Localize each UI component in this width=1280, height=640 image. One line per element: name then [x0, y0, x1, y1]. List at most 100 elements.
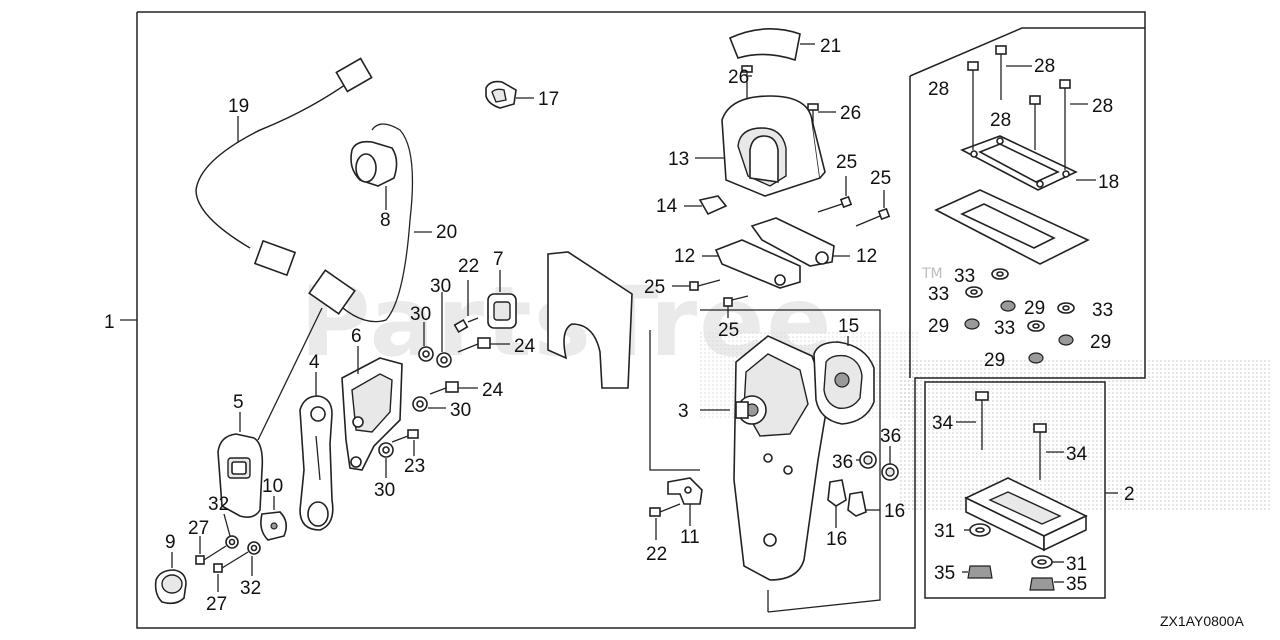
callout-36b: 36: [832, 452, 853, 473]
watermark-trademark: TM: [921, 266, 943, 282]
part-30-washer-a: [418, 346, 434, 362]
part-34-bolt-b: [1033, 423, 1047, 480]
callout-36a: 36: [880, 426, 901, 447]
part-24-screw-a: [457, 337, 491, 353]
callout-32b: 32: [240, 578, 261, 599]
callout-22a: 22: [458, 256, 479, 277]
callout-26a: 26: [728, 67, 749, 88]
part-7-grommet: [487, 293, 517, 329]
part-25-screw-b: [855, 207, 891, 227]
callout-1: 1: [104, 312, 115, 333]
callout-25d: 25: [718, 320, 739, 341]
callout-8: 8: [380, 210, 391, 231]
callout-4: 4: [309, 352, 320, 373]
part-27-screw-a: [195, 545, 227, 565]
callout-30a: 30: [410, 304, 431, 325]
callout-33b: 33: [928, 284, 949, 305]
part-32-nut-b: [247, 541, 261, 555]
part-15-cam: [813, 341, 875, 425]
part-11-bracket: [667, 477, 703, 505]
callout-17: 17: [538, 89, 559, 110]
part-35-nut-b: [1029, 577, 1055, 591]
part-27-screw-b: [213, 551, 249, 573]
part-33-washer-a: [991, 268, 1009, 280]
part-28-bolt-b: [995, 45, 1007, 100]
part-22-screw-lower: [649, 503, 681, 517]
callout-18: 18: [1098, 172, 1119, 193]
callout-25c: 25: [644, 277, 665, 298]
part-25-screw-a: [817, 195, 853, 213]
callout-29b: 29: [928, 316, 949, 337]
callout-20: 20: [436, 222, 457, 243]
callout-34b: 34: [1066, 444, 1088, 465]
part-6-lever-bracket: [341, 357, 403, 471]
part-30-washer-b: [436, 352, 452, 368]
callout-21: 21: [820, 36, 841, 57]
callout-27b: 27: [206, 594, 227, 615]
callout-29a: 29: [1024, 298, 1045, 319]
callout-3: 3: [678, 401, 689, 422]
part-9-grommet: [154, 569, 187, 605]
callout-34a: 34: [932, 413, 954, 434]
part-5-switch: [217, 433, 264, 518]
callout-30b: 30: [430, 276, 451, 297]
part-29-nut-a: [1000, 300, 1016, 312]
callout-25b: 25: [870, 168, 891, 189]
callout-19: 19: [228, 96, 249, 117]
callout-23: 23: [404, 456, 425, 477]
callout-16b: 16: [884, 501, 905, 522]
part-35-nut-a: [967, 565, 993, 579]
part-2-spacer-block: [964, 477, 1088, 552]
callout-25a: 25: [836, 152, 857, 173]
callout-33a: 33: [954, 266, 975, 287]
part-12-bracket-upper: [750, 217, 835, 267]
part-28-bolt-a: [967, 61, 979, 150]
callout-31a: 31: [934, 521, 955, 542]
part-31-washer-b: [1031, 555, 1053, 569]
part-31-washer-a: [969, 523, 991, 537]
part-23-screw: [391, 429, 419, 443]
part-10-knob: [260, 511, 288, 541]
callout-33d: 33: [994, 318, 1015, 339]
callout-14: 14: [656, 196, 678, 217]
callout-28a: 28: [928, 79, 949, 100]
part-30-washer-c: [412, 396, 428, 412]
callouts: 1 2 3 4 5 6 7 8 9 10 11 12 12 13 14 15 1…: [104, 36, 1135, 615]
callout-12a: 12: [674, 246, 695, 267]
callout-24a: 24: [514, 336, 536, 357]
part-29-nut-d: [1028, 352, 1044, 364]
part-12-bracket-lower: [714, 239, 801, 289]
part-34-bolt-a: [975, 391, 989, 450]
callout-12b: 12: [856, 246, 877, 267]
callout-31b: 31: [1066, 554, 1087, 575]
callout-35b: 35: [1066, 574, 1087, 595]
part-29-nut-c: [1058, 334, 1074, 346]
assembly-frame-1: [120, 11, 1146, 629]
part-13-control-cover: [721, 95, 826, 197]
reference-code: ZX1AY0800A: [1160, 613, 1244, 629]
callout-35a: 35: [934, 563, 955, 584]
part-32-nut-a: [225, 535, 239, 549]
assembly-frame-2: [924, 381, 1118, 599]
callout-13: 13: [668, 149, 689, 170]
part-8-connector: [350, 140, 398, 187]
part-seal-gasket: [547, 251, 633, 389]
callout-5: 5: [233, 392, 244, 413]
part-4-lever-arm: [299, 395, 334, 531]
callout-24b: 24: [482, 380, 504, 401]
part-14-clip: [698, 195, 728, 216]
part-17-grommet: [485, 80, 517, 109]
part-28-bolt-d: [1059, 79, 1071, 170]
part-30-washer-d: [378, 442, 394, 458]
callout-29c: 29: [1090, 332, 1111, 353]
part-16-clip-b: [847, 491, 867, 517]
assembly-frame-plate: [909, 27, 1145, 378]
callout-15: 15: [838, 316, 859, 337]
part-18-mounting-plate: [960, 135, 1078, 191]
callout-6: 6: [351, 326, 362, 347]
part-gasket: [934, 189, 1090, 265]
part-33-washer-c: [1057, 302, 1075, 314]
callout-16a: 16: [826, 529, 847, 550]
part-36-nut-a: [859, 451, 877, 469]
